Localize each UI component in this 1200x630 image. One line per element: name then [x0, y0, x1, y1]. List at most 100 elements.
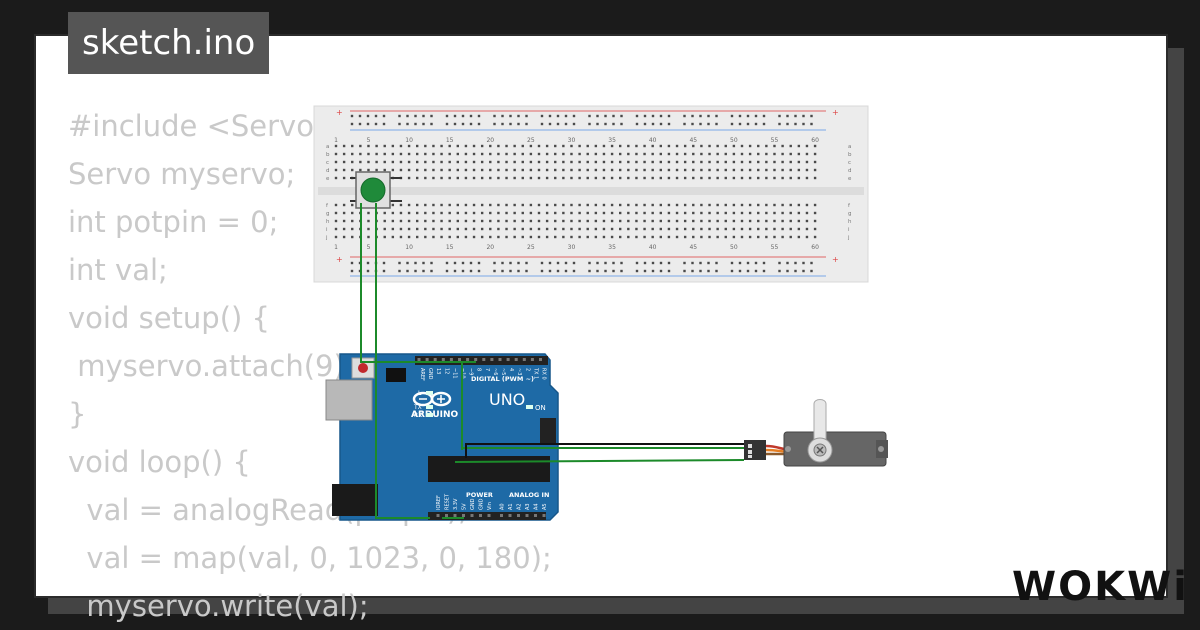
row-letter: c [326, 160, 329, 166]
hole [432, 227, 435, 231]
hole [505, 211, 508, 215]
row-letter: c [848, 160, 851, 166]
hole [505, 152, 508, 156]
pin-socket [525, 514, 529, 517]
rail-hole [620, 269, 623, 273]
rail-hole [754, 114, 758, 118]
rail-hole [469, 122, 473, 126]
hole [521, 219, 524, 223]
rail-hole [430, 269, 433, 273]
hole [432, 144, 435, 148]
hole [594, 211, 598, 215]
hole [635, 144, 638, 148]
hole [562, 152, 565, 156]
hole [813, 160, 817, 164]
rail-hole [596, 269, 599, 273]
rail-hole [762, 114, 766, 118]
hole [732, 211, 736, 215]
rail-hole [525, 122, 528, 126]
rail-hole [707, 114, 710, 118]
rail-hole [699, 122, 702, 126]
rail-hole [683, 269, 686, 273]
hole [627, 211, 630, 215]
hole [545, 168, 549, 172]
hole [440, 219, 443, 223]
hole [805, 176, 809, 180]
hole [359, 168, 362, 172]
hole [537, 152, 541, 156]
row-letter: d [326, 168, 330, 174]
reset-button-cap[interactable] [358, 363, 368, 373]
rail-hole [556, 122, 560, 126]
hole [456, 144, 459, 148]
rail-hole [414, 114, 417, 118]
hole [748, 168, 752, 172]
hole [748, 227, 752, 231]
hole [472, 235, 476, 239]
hole [757, 203, 760, 207]
hole [619, 152, 622, 156]
hole [781, 176, 784, 180]
hole [773, 176, 776, 180]
hole [513, 235, 516, 239]
hole [627, 227, 630, 231]
hole [781, 211, 784, 215]
hole [424, 219, 427, 223]
button-cap[interactable] [360, 177, 386, 203]
hole [789, 144, 792, 148]
hole [692, 203, 695, 207]
hole [456, 152, 459, 156]
rail-hole [501, 114, 504, 118]
wire [360, 203, 476, 363]
column-number: 1 [334, 137, 338, 144]
hole [594, 235, 598, 239]
hole [424, 152, 427, 156]
hole [529, 203, 533, 207]
row-letter: f [326, 203, 329, 209]
hole [732, 160, 736, 164]
hole [692, 160, 695, 164]
hole [489, 152, 492, 156]
hole [732, 144, 736, 148]
hole [708, 203, 711, 207]
hole [464, 144, 468, 148]
rail-hole [667, 114, 671, 118]
hole [757, 219, 760, 223]
hole [432, 160, 435, 164]
hole [781, 144, 784, 148]
hole [521, 227, 524, 231]
hole [505, 235, 508, 239]
hole [789, 219, 792, 223]
rail-hole [398, 269, 401, 273]
hole [643, 152, 646, 156]
hole [497, 144, 500, 148]
atmega-chip [428, 456, 550, 482]
rail-hole [762, 269, 766, 273]
hole [537, 160, 541, 164]
pushbutton[interactable] [350, 171, 402, 209]
rail-hole [778, 122, 781, 126]
hole [440, 168, 443, 172]
hole [700, 203, 703, 207]
rail-hole [525, 269, 528, 273]
hole [675, 227, 679, 231]
wokwi-logo[interactable]: WOKWi [1010, 560, 1187, 610]
hole [351, 203, 354, 207]
hole [627, 160, 630, 164]
rail-hole [620, 114, 623, 118]
row-letter: a [848, 144, 851, 150]
hole [497, 168, 500, 172]
servo-motor[interactable] [744, 399, 888, 467]
hole [578, 203, 581, 207]
hole [635, 211, 638, 215]
hole [797, 203, 801, 207]
hole [813, 168, 817, 172]
hole [424, 176, 427, 180]
rail-hole [620, 122, 623, 126]
row-letter: j [325, 235, 328, 241]
hole [334, 219, 338, 223]
servo-horn[interactable] [813, 399, 827, 441]
